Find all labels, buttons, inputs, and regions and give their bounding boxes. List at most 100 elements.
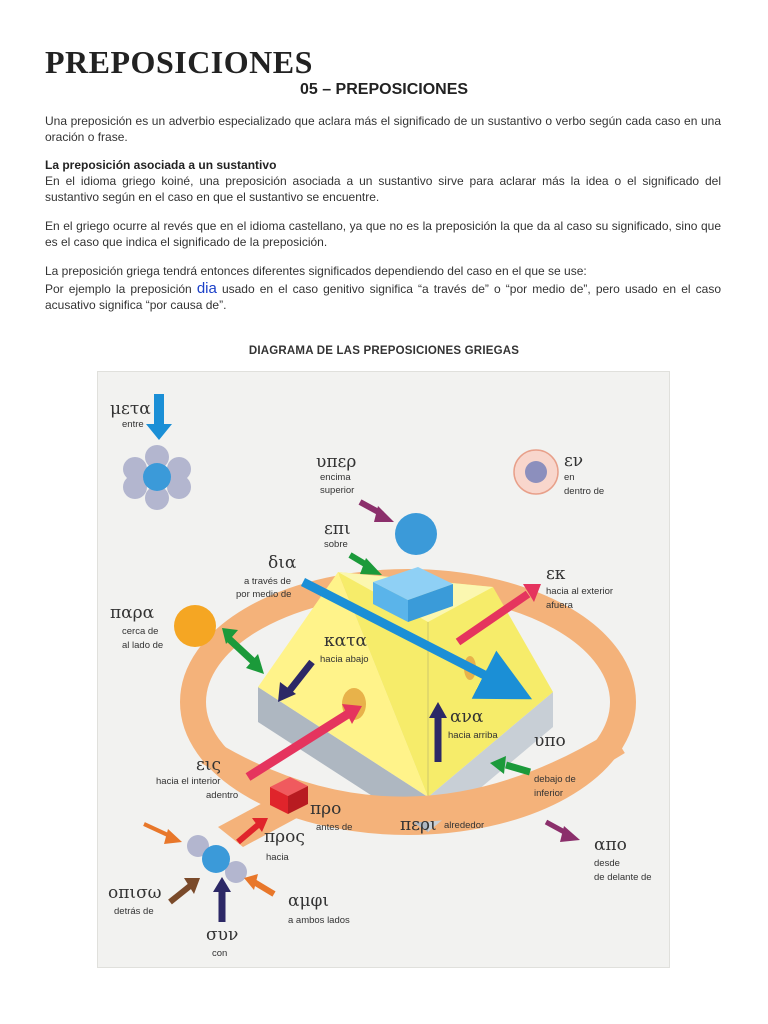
kata-arrow bbox=[287, 659, 315, 693]
pro-greek: προ bbox=[310, 799, 341, 819]
ek-arrow bbox=[455, 590, 531, 646]
paragraph-4: Por ejemplo la preposición dia usado en … bbox=[45, 281, 721, 313]
opiso-arrow bbox=[168, 883, 192, 905]
opiso-label: detrás de bbox=[114, 906, 154, 917]
paragraph-4-before: Por ejemplo la preposición bbox=[45, 282, 197, 296]
pros-greek: προς bbox=[264, 827, 305, 847]
dia-highlight: dia bbox=[196, 280, 217, 297]
para-arrow bbox=[225, 635, 259, 667]
en-label-2: dentro de bbox=[564, 486, 604, 497]
kata-label: hacia abajo bbox=[320, 654, 369, 665]
apo-greek: απο bbox=[594, 835, 627, 855]
section-heading-text: La preposición asociada a un sustantivo bbox=[45, 158, 277, 172]
dia-greek: δια bbox=[268, 553, 297, 573]
hyper-label-2: superior bbox=[320, 485, 354, 496]
hypo-label-1: debajo de bbox=[534, 774, 576, 785]
meta-arrow bbox=[146, 394, 172, 440]
eis-arrow bbox=[245, 710, 351, 781]
syn-arrow-head bbox=[213, 877, 231, 892]
diagram-title: DIAGRAMA DE LAS PREPOSICIONES GRIEGAS bbox=[248, 345, 520, 357]
apo-arrow-head bbox=[560, 826, 580, 842]
ana-arrow-head bbox=[429, 702, 447, 718]
en-greek: εν bbox=[564, 451, 583, 471]
blue-cube-top bbox=[373, 567, 453, 600]
hypo-greek: υπο bbox=[534, 731, 566, 751]
en-label-1: en bbox=[564, 472, 575, 483]
apo-label-2: de delante de bbox=[594, 872, 652, 883]
kata-greek: κατα bbox=[324, 631, 368, 651]
red-cube-front bbox=[270, 787, 288, 814]
ek-label-1: hacia al exterior bbox=[546, 586, 613, 597]
eis-label-1: hacia el interior bbox=[156, 776, 220, 787]
section-paragraph: En el idioma griego koiné, una preposici… bbox=[45, 174, 721, 204]
hyper-label-1: encima bbox=[320, 472, 351, 483]
para-arrow-head-2 bbox=[222, 628, 238, 644]
meta-greek: μετα bbox=[110, 399, 151, 419]
red-cube-top bbox=[270, 777, 308, 796]
diagram-canvas: μετα entre υπερ encima superior εν en de… bbox=[108, 394, 652, 959]
pro-label: antes de bbox=[316, 822, 352, 833]
eis-label-2: adentro bbox=[206, 790, 238, 801]
para-greek: παρα bbox=[110, 603, 155, 623]
epi-greek: επι bbox=[324, 519, 351, 539]
pro-arrow bbox=[236, 822, 260, 845]
orange-sphere bbox=[174, 605, 216, 647]
dia-label-2: por medio de bbox=[236, 589, 291, 600]
para-label-2: al lado de bbox=[122, 640, 163, 651]
hyper-greek: υπερ bbox=[316, 452, 356, 472]
paragraph-3: La preposición griega tendrá entonces di… bbox=[45, 264, 587, 278]
apo-label-1: desde bbox=[594, 858, 620, 869]
amphi-arrow-head bbox=[244, 874, 258, 890]
top-left-arrow bbox=[143, 822, 171, 838]
blue-cube-right bbox=[408, 584, 453, 622]
pro-arrow-head bbox=[252, 818, 268, 832]
epi-arrow-head bbox=[360, 558, 382, 575]
dia-arrow bbox=[300, 577, 533, 700]
hypo-arrow-head bbox=[490, 756, 506, 774]
opiso-greek: οπισω bbox=[108, 883, 162, 903]
pyramid-base-left bbox=[258, 687, 428, 832]
peri-greek: περι bbox=[400, 815, 437, 835]
dia-label-1: a través de bbox=[244, 576, 291, 587]
preposition-diagram: μετα entre υπερ encima superior εν en de… bbox=[97, 371, 670, 968]
section-heading: La preposición asociada a un sustantivo bbox=[45, 158, 721, 174]
intro-paragraph: Una preposición es un adverbio especiali… bbox=[45, 114, 721, 144]
hypo-label-2: inferior bbox=[534, 788, 563, 799]
para-arrow-head-1 bbox=[246, 654, 264, 674]
ek-arrow-head bbox=[523, 584, 541, 602]
amphi-greek: αμφι bbox=[288, 891, 329, 911]
ana-greek: ανα bbox=[450, 707, 484, 727]
peri-label: alrededor bbox=[444, 820, 484, 831]
top-left-arrow-head bbox=[164, 829, 182, 844]
opiso-arrow-head bbox=[184, 878, 200, 894]
blue-cube-left bbox=[373, 582, 408, 622]
ek-label-2: afuera bbox=[546, 600, 574, 611]
grey-sphere-left bbox=[187, 835, 209, 857]
red-cube-side bbox=[288, 786, 308, 814]
syn-label: con bbox=[212, 948, 227, 959]
kata-arrow-head bbox=[278, 682, 296, 702]
en-inner-circle bbox=[525, 461, 547, 483]
syn-greek: συν bbox=[206, 925, 238, 945]
ek-greek: εκ bbox=[546, 564, 566, 584]
pyramid-face-left bbox=[258, 572, 428, 797]
meta-cluster bbox=[123, 445, 191, 510]
hyper-arrow-head bbox=[374, 506, 394, 522]
meta-label: entre bbox=[122, 419, 144, 430]
pros-label: hacia bbox=[266, 852, 289, 863]
grey-sphere-right bbox=[225, 861, 247, 883]
blue-sphere-top bbox=[395, 513, 437, 555]
peri-ring-front bbox=[201, 730, 625, 823]
para-label-1: cerca de bbox=[122, 626, 158, 637]
hypo-arrow bbox=[505, 761, 531, 776]
eis-arrow-head bbox=[342, 704, 362, 724]
amphi-arrow bbox=[252, 879, 276, 897]
page-title: PREPOSICIONES bbox=[45, 44, 313, 80]
amphi-label: a ambos lados bbox=[288, 915, 350, 926]
blue-sphere-bottom bbox=[202, 845, 230, 873]
eis-greek: εις bbox=[196, 755, 221, 775]
paragraph-2: En el griego ocurre al revés que en el i… bbox=[45, 219, 721, 249]
page-subtitle: 05 – PREPOSICIONES bbox=[299, 81, 469, 98]
paragraph-4-after: usado en el caso genitivo significa “a t… bbox=[45, 282, 721, 312]
epi-label: sobre bbox=[324, 539, 348, 550]
